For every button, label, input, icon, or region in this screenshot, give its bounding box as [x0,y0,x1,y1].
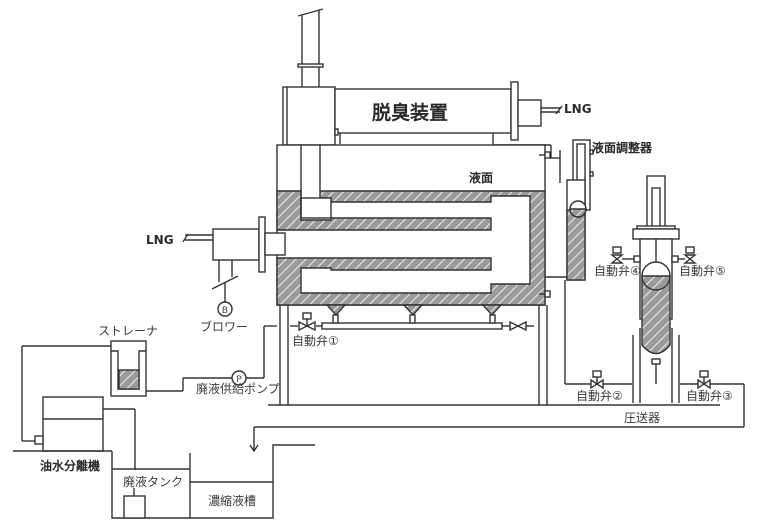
deodorizer-label: 脱臭装置 [372,101,448,124]
liquid-surface-label: 液面 [469,170,493,185]
compressor-label: 圧送器 [624,410,660,425]
valve-5-label: 自動弁⑤ [679,263,726,278]
feed-pump[interactable]: P [146,325,277,392]
lng-left-label: LNG [146,233,174,247]
pump-label: 廃液供給ポンプ [196,381,280,396]
valve-2-label: 自動弁② [576,388,623,403]
valve-1-label: 自動弁① [292,333,339,348]
burner-unit: B [182,216,286,317]
waste-tank-label: 廃液タンク [123,474,183,489]
valve-3-label: 自動弁③ [686,388,733,403]
level-adjuster [545,139,594,281]
lng-top-label: LNG [564,102,592,116]
oil-water-separator-label: 油水分離機 [40,458,100,473]
waste-tank [111,444,315,519]
valve-4-label: 自動弁④ [594,263,641,278]
strainer-label: ストレーナ [98,324,158,338]
exhaust-stack [297,8,324,88]
valve-5[interactable] [671,246,697,264]
evaporator-vessel [276,144,551,317]
oil-water-separator [13,396,136,470]
blower-label: ブロワー [200,319,248,334]
blower-symbol: B [222,306,228,316]
drain-valve[interactable] [509,320,527,332]
strainer [21,340,147,442]
valve-4[interactable] [610,246,641,264]
support-structure [268,305,720,406]
valve-1[interactable] [298,312,316,332]
pump-symbol: P [236,375,242,385]
compressor-vessel [632,175,680,403]
level-adjuster-label: 液面調整器 [592,140,653,155]
valve-2[interactable] [590,370,604,390]
compressor-piping [249,280,745,453]
concentrate-tank-label: 濃縮液槽 [208,493,256,508]
deodorizer-unit [282,81,563,158]
valve-3[interactable] [697,370,711,390]
